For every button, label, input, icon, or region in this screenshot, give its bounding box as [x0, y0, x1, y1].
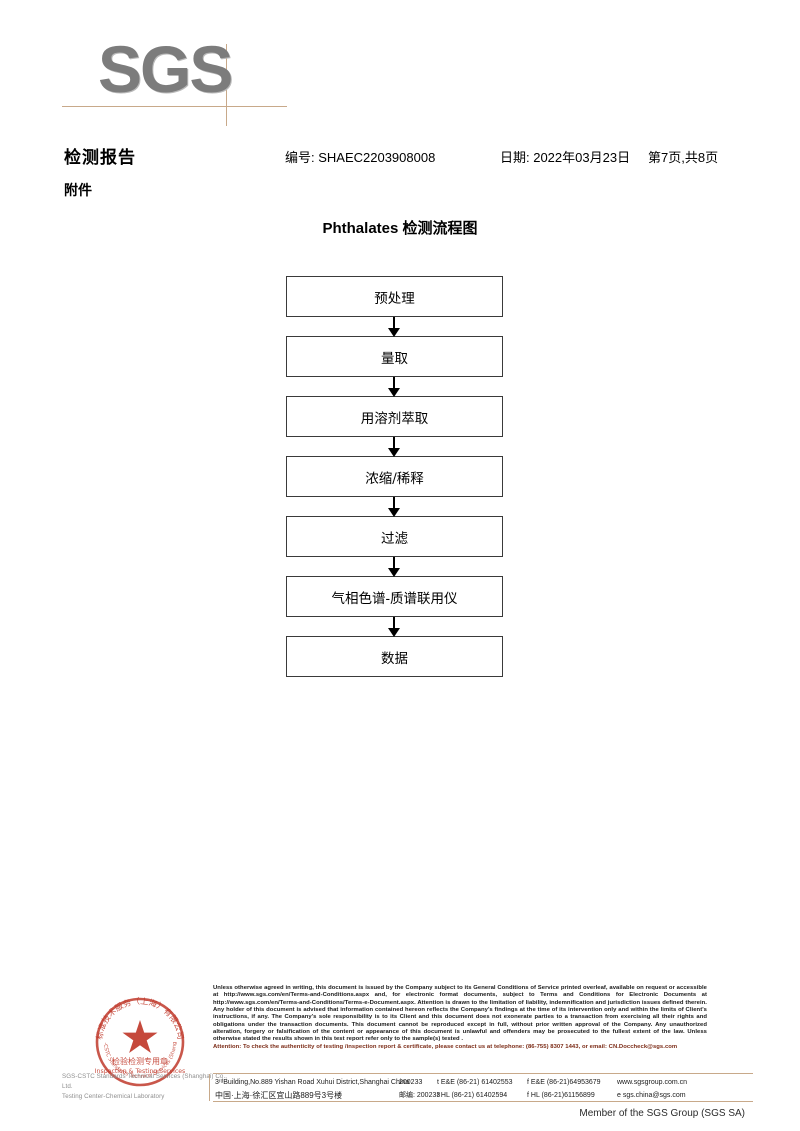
flow-arrow-2 [286, 377, 503, 397]
flowchart-title: Phthalates 检测流程图 [322, 220, 478, 237]
address-zip-column: 200233 邮编: 200233 [399, 1076, 440, 1102]
arrow-head [388, 328, 400, 337]
sgs-group-member-note: Member of the SGS Group (SGS SA) [579, 1108, 745, 1119]
sgs-logo: SGS [62, 32, 287, 126]
flowchart: 预处理 量取 用溶剂萃取 浓缩/稀释 过滤 气相色谱-质谱联用仪 [286, 276, 503, 677]
logo-vertical-rule [226, 44, 227, 126]
legal-attention-text: Attention: To check the authenticity of … [213, 1044, 678, 1051]
seal-caption-line1: SGS-CSTC Standards Technical Services (S… [62, 1073, 228, 1090]
arrow-head [388, 448, 400, 457]
footer-left-divider [209, 1074, 210, 1101]
seal-caption-line2: Testing Center-Chemical Laboratory [62, 1093, 165, 1100]
flow-step-7: 数据 [286, 636, 503, 677]
arrow-head [388, 628, 400, 637]
arrow-shaft [393, 617, 395, 630]
address-en: 3ʳᵈBuilding,No.889 Yishan Road Xuhui Dis… [215, 1079, 410, 1086]
seal-caption: SGS-CSTC Standards Technical Services (S… [62, 1072, 232, 1102]
page-title: 检测报告 [64, 148, 136, 167]
sgs-logo-text: SGS [98, 32, 233, 106]
flow-arrow-3 [286, 437, 503, 457]
report-number: 编号: SHAEC2203908008 [285, 150, 436, 165]
web-email-column: www.sgsgroup.com.cn e sgs.china@sgs.com [617, 1076, 687, 1102]
zip-en: 200233 [399, 1079, 423, 1086]
page-indicator: 第7页,共8页 [648, 150, 719, 165]
zip-cn: 邮编: 200233 [399, 1092, 441, 1099]
website-link[interactable]: www.sgsgroup.com.cn [617, 1079, 688, 1086]
footer-bottom-rule [213, 1101, 753, 1102]
svg-text:Inspection & Testing Services: Inspection & Testing Services [95, 1068, 186, 1075]
fax-hl: f HL (86-21)61156899 [527, 1092, 595, 1099]
flow-arrow-4 [286, 497, 503, 517]
address-cn: 中国·上海·徐汇区宜山路889号3号楼 [215, 1091, 343, 1100]
address-street-column: 3ʳᵈBuilding,No.889 Yishan Road Xuhui Dis… [215, 1076, 409, 1102]
tel-ee: t E&E (86-21) 61402553 [437, 1079, 513, 1086]
seal-icon: 标准技术服务（上海）有限公司 SGS-CSTC Standards Techni… [88, 990, 186, 1087]
flow-step-3: 用溶剂萃取 [286, 396, 503, 437]
arrow-head [388, 508, 400, 517]
fax-ee: f E&E (86-21)64953679 [527, 1079, 601, 1086]
arrow-head [388, 568, 400, 577]
tel-hl: t HL (86-21) 61402594 [437, 1092, 508, 1099]
legal-terms-block: Unless otherwise agreed in writing, this… [213, 985, 707, 1052]
flow-step-4: 浓缩/稀释 [286, 456, 503, 497]
flow-step-6: 气相色谱-质谱联用仪 [286, 576, 503, 617]
logo-horizontal-rule [62, 106, 287, 107]
arrow-shaft [393, 377, 395, 390]
flow-arrow-5 [286, 557, 503, 577]
footer-top-rule [213, 1073, 753, 1074]
flow-arrow-1 [286, 317, 503, 337]
arrow-shaft [393, 317, 395, 330]
flow-step-1: 预处理 [286, 276, 503, 317]
company-seal-stamp: 标准技术服务（上海）有限公司 SGS-CSTC Standards Techni… [88, 990, 192, 1094]
report-date: 日期: 2022年03月23日 [500, 150, 631, 165]
legal-body-text: Unless otherwise agreed in writing, this… [213, 985, 707, 1043]
arrow-shaft [393, 497, 395, 510]
attachment-label: 附件 [64, 182, 92, 198]
svg-text:检验检测专用章: 检验检测专用章 [112, 1056, 168, 1066]
arrow-shaft [393, 437, 395, 450]
flow-arrow-6 [286, 617, 503, 637]
fax-column: f E&E (86-21)64953679 f HL (86-21)611568… [527, 1076, 601, 1102]
arrow-head [388, 388, 400, 397]
telephone-column: t E&E (86-21) 61402553 t HL (86-21) 6140… [437, 1076, 513, 1102]
flow-step-5: 过滤 [286, 516, 503, 557]
email-link[interactable]: e sgs.china@sgs.com [617, 1092, 686, 1099]
flow-step-2: 量取 [286, 336, 503, 377]
arrow-shaft [393, 557, 395, 570]
